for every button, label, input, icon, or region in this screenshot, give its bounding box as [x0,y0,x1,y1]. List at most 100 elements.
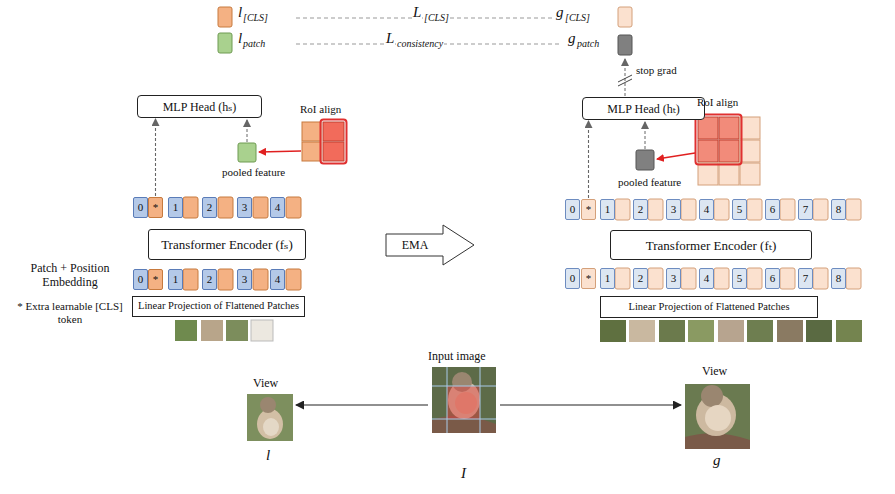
blank-token [286,269,301,290]
stop-mark [618,79,632,86]
grid-line [432,386,496,387]
token-box: * [148,269,163,290]
token-box: 0 [133,269,148,290]
token-box: 2 [202,197,217,218]
box-text: 1 [605,273,611,284]
label: l [238,4,242,21]
roi-cell [698,163,718,185]
box-text: * [153,274,159,285]
box-text: MLP Head (hₜ) [607,103,680,115]
image-patch [836,320,862,342]
box-text: 8 [836,273,842,284]
mlp-head-box: MLP Head (hₜ) [582,97,705,120]
blank-token [253,269,268,290]
bird-head [701,385,723,407]
grid-line [432,419,496,420]
label: * Extra learnable [CLS] token [16,300,124,325]
view-arrow [500,404,681,405]
image-patch [201,320,223,341]
box-text: * [586,204,592,215]
pooled-square [636,150,654,170]
box-text: 0 [138,202,144,213]
label: L [385,30,395,47]
box-text: 1 [173,202,179,213]
box-text: EMA [402,239,429,251]
label: patch [577,38,599,50]
label: [CLS] [243,12,268,24]
box-text: 8 [836,204,842,215]
token-box: 5 [732,268,747,289]
label: g [713,452,721,469]
image-ground [247,394,293,441]
grid-line [480,367,481,433]
box-text: 3 [671,204,677,215]
token-box: 6 [765,268,780,289]
box-text: 1 [173,274,179,285]
label: Patch + Position Embedding [14,262,126,290]
token-box: * [581,268,596,289]
stop-mark [618,75,632,82]
patch-square [218,33,232,53]
box-text: 2 [638,204,644,215]
token-box: * [581,199,596,220]
box-text: 3 [242,274,248,285]
token-box: 2 [633,268,648,289]
roi-cell [719,140,739,162]
label: I [461,465,466,482]
blank-token [846,199,861,220]
token-box: 3 [237,269,252,290]
box-text: 4 [275,202,281,213]
blank-token [714,268,729,289]
token-box: 0 [565,268,580,289]
box-text: * [586,273,592,284]
local-view [247,394,293,441]
roi-arrow [657,153,695,159]
token-box: 1 [600,199,615,220]
box-text: 5 [737,204,743,215]
blank-token [615,268,630,289]
roi-outline [696,115,742,165]
blank-token [813,268,828,289]
projection-box: Linear Projection of Flattened Patches [132,296,305,317]
token-box: 4 [270,197,285,218]
cls-square [218,7,232,27]
image-patch [175,320,197,341]
box-text: 2 [638,273,644,284]
label: Input image [428,350,486,364]
blank-token [648,268,663,289]
arrow-outline [386,225,474,265]
image-patch [251,320,273,341]
roi-cell [719,117,739,139]
blank-token [648,199,663,220]
roi-outline [321,120,347,164]
blank-token [681,268,696,289]
label: g [556,4,564,21]
bird-body [257,409,283,439]
blank-token [183,197,198,218]
blank-token [813,199,828,220]
encoder-box: Transformer Encoder (fₛ) [148,229,306,260]
mlp-head-box: MLP Head (hₛ) [137,95,262,118]
label: l [238,30,242,47]
label: pooled feature [618,176,681,189]
image-ground [685,384,750,449]
blank-token [681,199,696,220]
image-patch [659,320,685,342]
box-text: Linear Projection of Flattened Patches [138,301,299,312]
box-text: Transformer Encoder (fₛ) [161,238,293,251]
blank-token [846,268,861,289]
token-box: * [148,197,163,218]
box-text: 7 [803,204,809,215]
box-text: 2 [207,274,213,285]
token-box: 1 [600,268,615,289]
encoder-box: Transformer Encoder (fₜ) [610,230,812,260]
roi-cell [740,140,760,162]
box-text: 3 [671,273,677,284]
roi-cell [323,122,344,141]
blank-token [714,199,729,220]
roi-cell [302,142,321,161]
label: View [253,377,278,391]
token-box: 7 [798,199,813,220]
dashed-connector [155,119,156,196]
